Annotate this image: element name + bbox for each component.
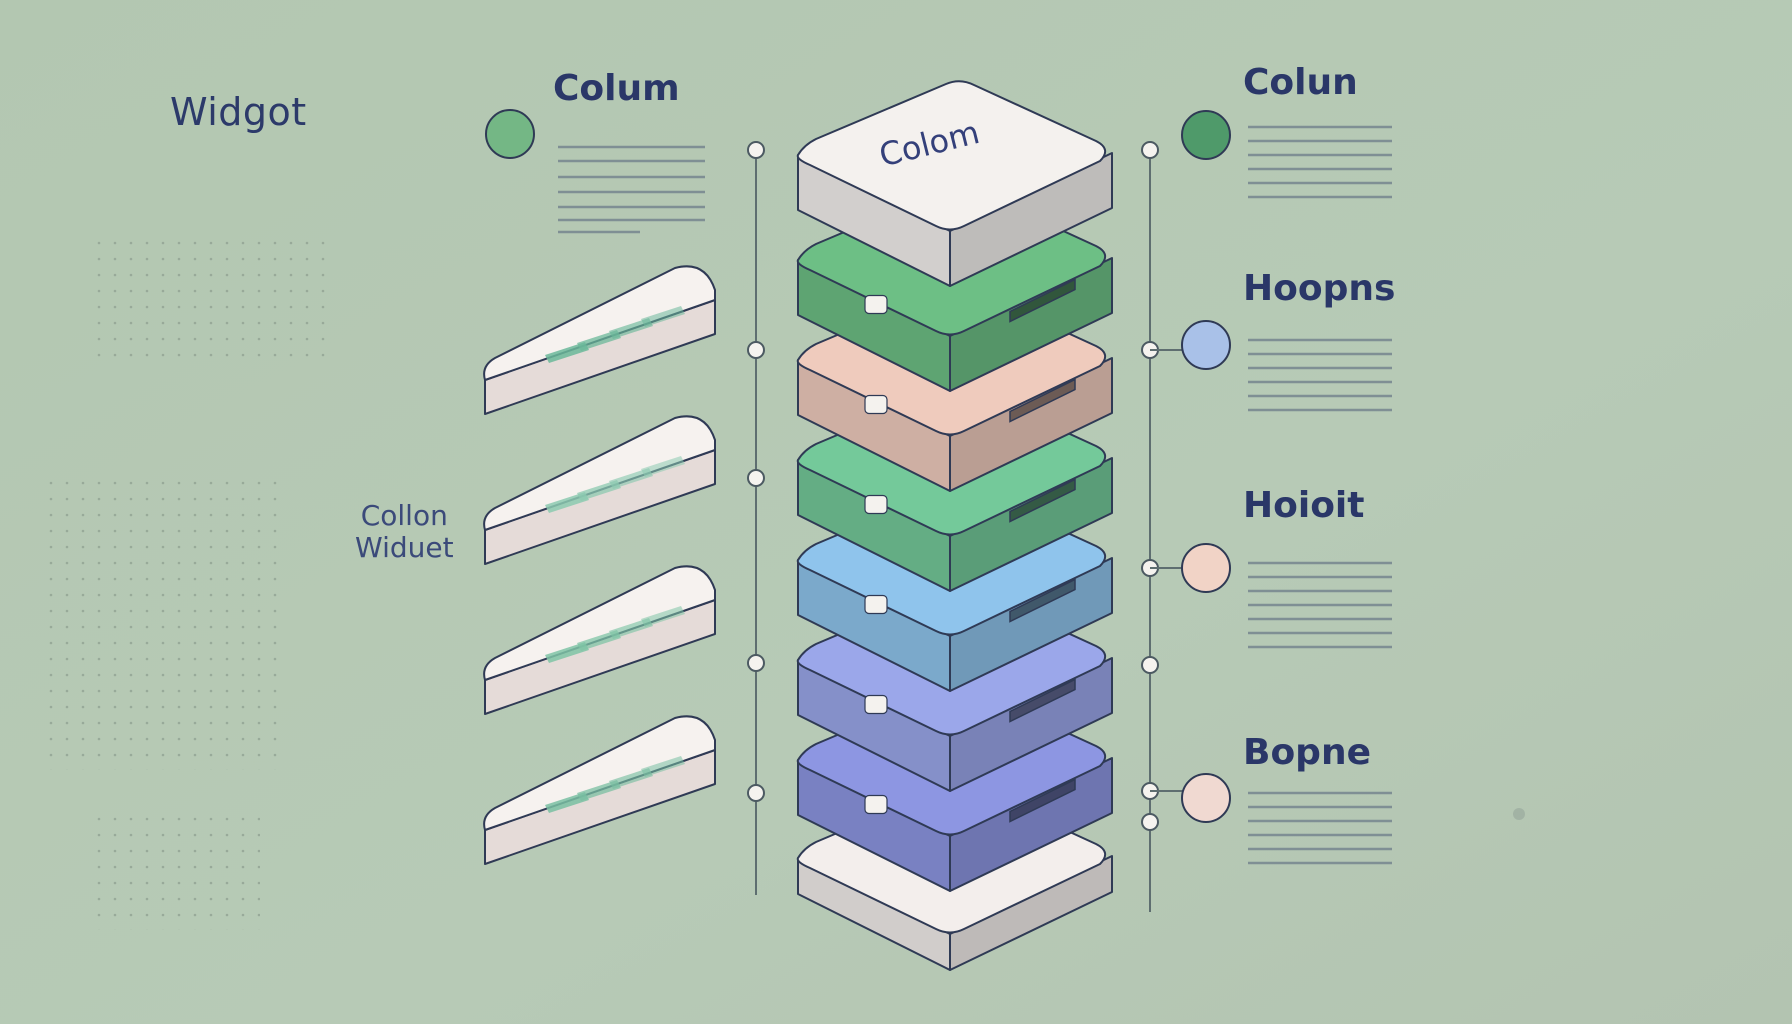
left-card-4 — [483, 715, 716, 865]
right-title-3: Hoioit — [1243, 485, 1365, 526]
right-item-4 — [1181, 773, 1392, 865]
card-stripe — [577, 330, 621, 351]
card-stripe — [641, 306, 685, 327]
card-stripe — [641, 456, 685, 477]
card-stripe — [609, 318, 653, 339]
drawer-handle — [1009, 278, 1076, 323]
drawer-knob — [864, 794, 888, 815]
stack-layer-1-top-card — [796, 80, 1113, 287]
left-column-header — [485, 109, 705, 234]
card-stripe — [545, 642, 589, 663]
timeline-node — [1141, 813, 1159, 831]
left-card-1 — [483, 265, 716, 415]
dot-grid-left — [40, 238, 328, 930]
right-title-4: Bopne — [1243, 732, 1371, 773]
timeline-node — [747, 341, 765, 359]
layer-stack — [796, 80, 1113, 971]
left-timeline — [747, 141, 765, 895]
right-item-3 — [1181, 543, 1392, 649]
left-card-3 — [483, 565, 716, 715]
drawer-handle — [1009, 578, 1076, 623]
drawer-handle — [1009, 678, 1076, 723]
left-column-title: Colum — [553, 68, 680, 109]
drawer-knob — [864, 594, 888, 615]
timeline-node — [747, 469, 765, 487]
card-stripe — [641, 606, 685, 627]
drawer-knob — [864, 394, 888, 415]
card-stripe — [577, 630, 621, 651]
drawer-knob — [864, 294, 888, 315]
card-stripe — [545, 792, 589, 813]
left-caption-line2: Widuet — [355, 531, 454, 564]
widget-title: Widgot — [170, 90, 307, 134]
status-dot — [485, 109, 535, 159]
timeline-node — [747, 141, 765, 159]
card-stripe — [545, 342, 589, 363]
timeline-node — [747, 784, 765, 802]
timeline-node — [747, 654, 765, 672]
right-title-2: Hoopns — [1243, 268, 1396, 309]
timeline-node — [1141, 656, 1159, 674]
status-dot — [1181, 543, 1231, 593]
drawer-handle — [1009, 378, 1076, 423]
left-card-2 — [483, 415, 716, 565]
drawer-knob — [864, 494, 888, 515]
right-column — [1181, 110, 1392, 865]
card-stripe — [609, 618, 653, 639]
card-stripe — [545, 492, 589, 513]
status-dot — [1181, 110, 1231, 160]
left-card-group — [483, 265, 716, 865]
card-stripe — [577, 480, 621, 501]
card-stripe — [577, 780, 621, 801]
left-caption-line1: Collon — [360, 499, 448, 532]
right-timeline — [1141, 141, 1185, 912]
card-stripe — [641, 756, 685, 777]
card-stripe — [609, 468, 653, 489]
timeline-node — [1141, 141, 1159, 159]
right-title-1: Colun — [1243, 62, 1358, 103]
card-stripe — [609, 768, 653, 789]
faint-watermark — [1513, 808, 1525, 820]
drawer-handle — [1009, 478, 1076, 523]
drawer-handle — [1009, 778, 1076, 823]
right-item-2 — [1181, 320, 1392, 412]
status-dot — [1181, 773, 1231, 823]
status-dot — [1181, 320, 1231, 370]
right-item-1 — [1181, 110, 1392, 199]
drawer-knob — [864, 694, 888, 715]
left-caption: Collon Widuet — [355, 500, 454, 564]
